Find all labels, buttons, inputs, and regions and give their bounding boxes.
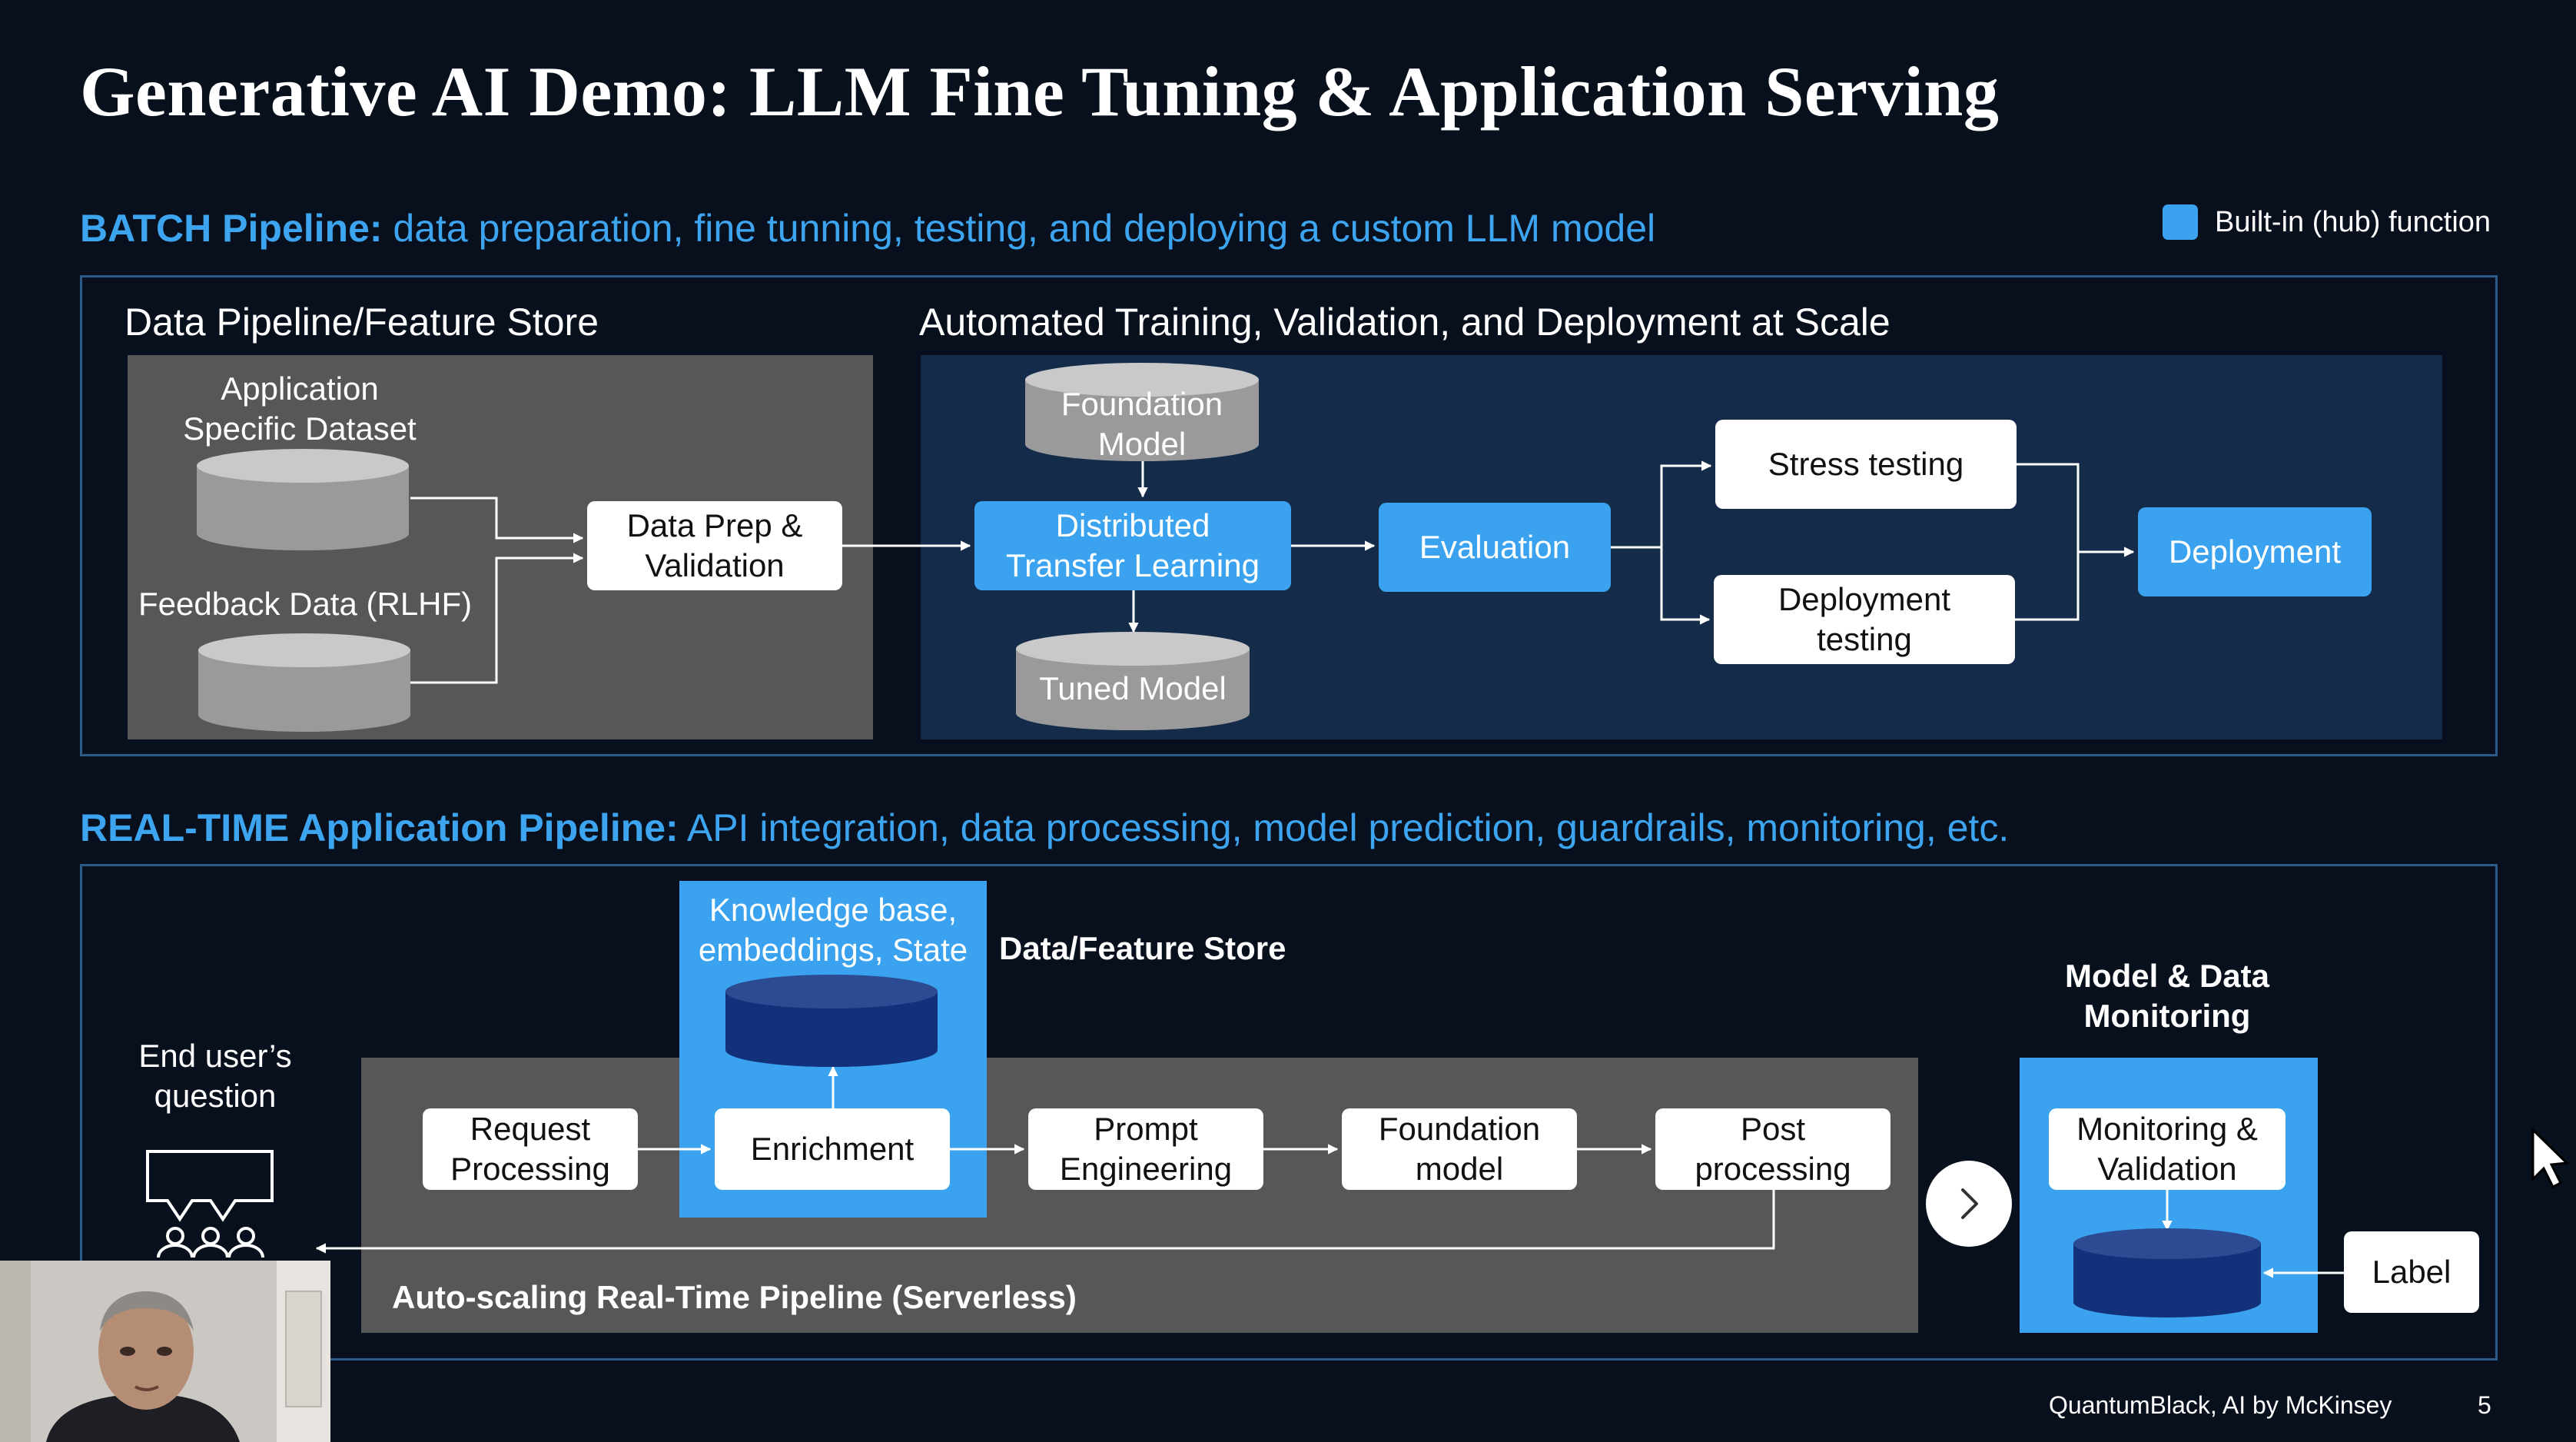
legend-swatch: [2163, 204, 2198, 240]
data-prep-box: Data Prep & Validation: [587, 501, 842, 590]
slide-title: Generative AI Demo: LLM Fine Tuning & Ap…: [80, 52, 2000, 131]
realtime-heading-rest: API integration, data processing, model …: [678, 806, 2010, 849]
tuned-model-label: Tuned Model: [1039, 670, 1227, 706]
chevron-right-icon: [1961, 1188, 1978, 1219]
monitoring-panel: [2020, 1058, 2318, 1333]
realtime-heading: REAL-TIME Application Pipeline: API inte…: [80, 806, 2009, 850]
evaluation-box: Evaluation: [1379, 503, 1611, 592]
presenter-webcam: [0, 1261, 330, 1442]
legend: Built-in (hub) function: [2163, 204, 2491, 240]
next-button[interactable]: [1926, 1161, 2012, 1247]
autoscaling-label: Auto-scaling Real-Time Pipeline (Serverl…: [392, 1279, 1077, 1315]
request-processing-box: Request Processing: [423, 1108, 638, 1190]
monitoring-validation-box: Monitoring & Validation: [2049, 1108, 2286, 1190]
right-panel-title: Automated Training, Validation, and Depl…: [919, 301, 1891, 344]
model-monitoring-title: Model & Data Monitoring: [2064, 958, 2270, 1034]
mouse-cursor-icon: [2531, 1127, 2570, 1189]
realtime-heading-bold: REAL-TIME Application Pipeline:: [80, 806, 679, 849]
footer-brand: QuantumBlack, AI by McKinsey: [2049, 1391, 2392, 1419]
legend-label: Built-in (hub) function: [2215, 205, 2491, 238]
batch-heading: BATCH Pipeline: data preparation, fine t…: [80, 206, 1655, 251]
feedback-data-label: Feedback Data (RLHF): [138, 586, 473, 622]
presenter-image: [0, 1261, 330, 1442]
batch-heading-bold: BATCH Pipeline:: [80, 207, 383, 250]
deployment-box: Deployment: [2138, 507, 2372, 596]
app-dataset-label: Application Specific Dataset: [183, 370, 417, 447]
knowledge-base-label: Knowledge base, embeddings, State: [698, 892, 968, 968]
foundation-model-label: Foundation Model: [1061, 386, 1223, 462]
realtime-frame: [80, 864, 2498, 1361]
foundation-model-box: Foundation model: [1342, 1108, 1577, 1190]
batch-frame: [80, 275, 2498, 756]
left-panel-title: Data Pipeline/Feature Store: [124, 301, 599, 344]
enrichment-box: Enrichment: [715, 1108, 950, 1190]
page-number: 5: [2478, 1391, 2491, 1419]
prompt-engineering-box: Prompt Engineering: [1028, 1108, 1263, 1190]
deployment-testing-box: Deployment testing: [1714, 575, 2015, 664]
stress-testing-box: Stress testing: [1715, 420, 2017, 509]
distributed-transfer-learning-box: Distributed Transfer Learning: [974, 501, 1291, 590]
end-user-question-label: End user’s question: [138, 1038, 292, 1114]
data-feature-store-label: Data/Feature Store: [999, 930, 1286, 966]
batch-heading-rest: data preparation, fine tunning, testing,…: [382, 207, 1656, 250]
label-box: Label: [2344, 1231, 2479, 1313]
post-processing-box: Post processing: [1655, 1108, 1891, 1190]
